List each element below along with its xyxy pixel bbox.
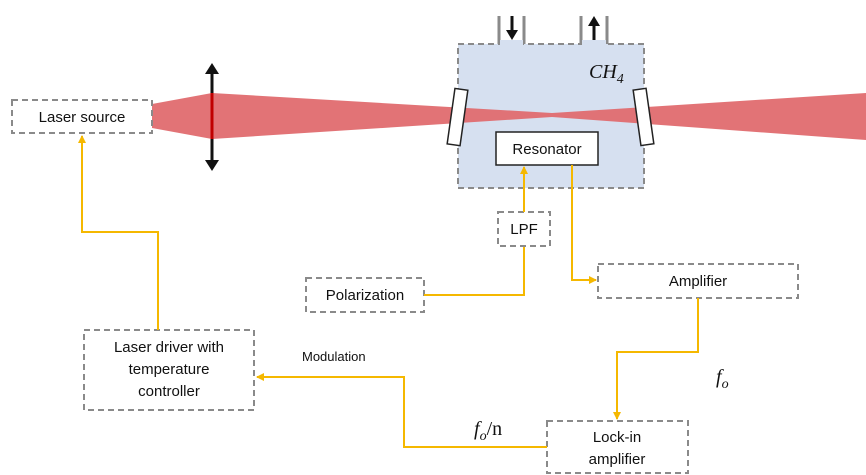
resonator-label: Resonator xyxy=(512,141,581,158)
down-arrow-icon xyxy=(506,16,518,40)
wire-driver-to-laser xyxy=(78,135,159,330)
laser-driver-label-line1: Laser driver with xyxy=(114,339,224,356)
gas-outlet-port xyxy=(579,16,609,48)
cell-window-left xyxy=(446,87,469,147)
fo-over-n-label: fo/n xyxy=(474,418,502,444)
lpf-box xyxy=(497,211,551,247)
gas-label: CH4 xyxy=(589,61,624,87)
lockin-label-line1: Lock-in xyxy=(593,429,641,446)
fo-label: fo xyxy=(716,366,729,392)
lockin-label-line2: amplifier xyxy=(589,451,646,468)
polarization-label: Polarization xyxy=(326,287,404,304)
double-arrow-lens-icon xyxy=(205,63,219,171)
laser-beam-focusing xyxy=(212,93,866,140)
laser-driver-label-line3: controller xyxy=(138,383,200,400)
amplifier-box xyxy=(597,263,799,299)
resonator-box xyxy=(495,131,599,166)
gas-inlet-port xyxy=(497,16,526,48)
polarization-box xyxy=(305,277,425,313)
laser-driver-box xyxy=(83,329,255,411)
cell-window-right xyxy=(632,87,655,147)
amplifier-label: Amplifier xyxy=(669,273,727,290)
wire-amplifier-to-lockin xyxy=(613,298,699,420)
wire-lockin-to-driver xyxy=(256,373,547,448)
lpf-label: LPF xyxy=(510,221,538,238)
modulation-label: Modulation xyxy=(302,349,366,364)
laser-source-label: Laser source xyxy=(39,109,126,126)
laser-beam-expanding xyxy=(152,93,212,139)
laser-source-box xyxy=(11,99,153,134)
laser-driver-label-line2: temperature xyxy=(129,361,210,378)
up-arrow-icon xyxy=(588,16,600,40)
wire-polarization-to-lpf xyxy=(424,247,525,296)
wire-resonator-to-amplifier xyxy=(571,165,597,284)
